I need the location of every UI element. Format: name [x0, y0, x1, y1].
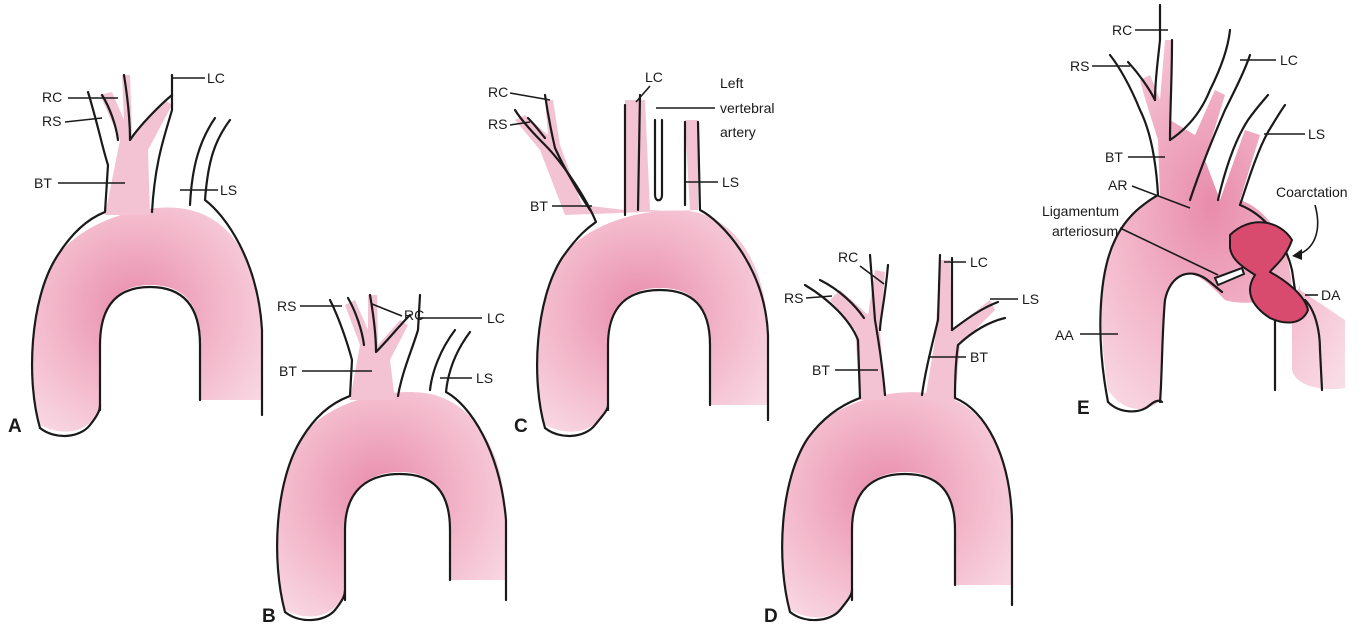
panel-c-label-lva-1: Left	[720, 75, 743, 91]
panel-e-label-rs: RS	[1070, 58, 1089, 74]
panel-e-letter: E	[1077, 398, 1090, 419]
panel-e-aorta	[1102, 40, 1345, 409]
panel-c-leader-rc	[510, 93, 550, 100]
panel-d-label-bt-right: BT	[970, 349, 988, 365]
panel-a-label-rs: RS	[42, 113, 61, 129]
panel-d-branches-fill	[830, 260, 995, 400]
panel-c-leader-lc	[636, 86, 650, 102]
panel-c-label-rc: RC	[488, 84, 508, 100]
panel-d-label-rc: RC	[838, 249, 858, 265]
panel-e-label-rc: RC	[1112, 22, 1132, 38]
panel-e-label-lig-1: Ligamentum	[1042, 203, 1119, 219]
panel-e: RC RS BT AR Ligamentum arteriosum AA LC …	[1042, 5, 1348, 419]
panel-a-label-lc: LC	[207, 70, 225, 86]
panel-b-letter: B	[262, 606, 276, 627]
panel-c-outline-lva	[655, 120, 662, 200]
panel-b: RS RC LC BT LS B	[262, 295, 506, 627]
panel-e-label-aa: AA	[1055, 327, 1074, 343]
panel-a-label-ls: LS	[220, 182, 237, 198]
panel-c-label-rs: RS	[488, 116, 507, 132]
panel-d-label-lc: LC	[970, 254, 988, 270]
panel-e-label-ls: LS	[1308, 126, 1325, 142]
panel-e-label-lig-2: arteriosum	[1052, 223, 1118, 239]
panel-c-label-lva-3: artery	[720, 124, 756, 140]
panel-e-coarctation-arrowhead	[1292, 249, 1302, 260]
panel-e-label-ar: AR	[1108, 177, 1127, 193]
panel-b-label-ls: LS	[476, 370, 493, 386]
panel-e-leader-coarctation	[1296, 205, 1318, 255]
panel-c-outline-inner	[608, 290, 710, 410]
panel-a-letter: A	[8, 416, 22, 437]
panel-e-label-coarctation: Coarctation	[1276, 184, 1348, 200]
panel-e-outline-inner	[1160, 274, 1222, 402]
panel-a-label-bt: BT	[34, 175, 52, 191]
panel-d-label-rs: RS	[784, 290, 803, 306]
panel-e-label-da: DA	[1321, 287, 1341, 303]
panel-d: RC RS BT LC LS BT D	[764, 249, 1039, 627]
panel-b-label-lc: LC	[487, 310, 505, 326]
panel-c: RC RS BT LC Left vertebral artery LS C	[488, 69, 774, 437]
panel-a-outline-inner	[100, 287, 200, 410]
panel-e-outline-lc	[1170, 30, 1230, 140]
panel-b-outline-inner	[345, 474, 450, 600]
panel-b-label-rc: RC	[404, 307, 424, 323]
panel-c-label-bt: BT	[530, 198, 548, 214]
panel-b-label-bt: BT	[279, 363, 297, 379]
panel-c-label-lva-2: vertebral	[720, 100, 774, 116]
panel-d-outline-inner	[852, 474, 955, 600]
panel-c-letter: C	[514, 416, 528, 437]
panel-e-label-lc: LC	[1280, 52, 1298, 68]
panel-a: RC RS BT LC LS A	[8, 70, 262, 437]
panel-d-letter: D	[764, 606, 778, 627]
panel-b-label-rs: RS	[277, 298, 296, 314]
panel-c-label-lc: LC	[645, 69, 663, 85]
panel-d-label-bt-left: BT	[812, 362, 830, 378]
panel-d-label-ls: LS	[1022, 291, 1039, 307]
panel-c-label-ls: LS	[722, 174, 739, 190]
panel-a-outline-lc	[152, 75, 172, 212]
panel-e-label-bt: BT	[1105, 149, 1123, 165]
panel-a-label-rc: RC	[42, 89, 62, 105]
panel-d-leader-rs	[806, 296, 832, 298]
